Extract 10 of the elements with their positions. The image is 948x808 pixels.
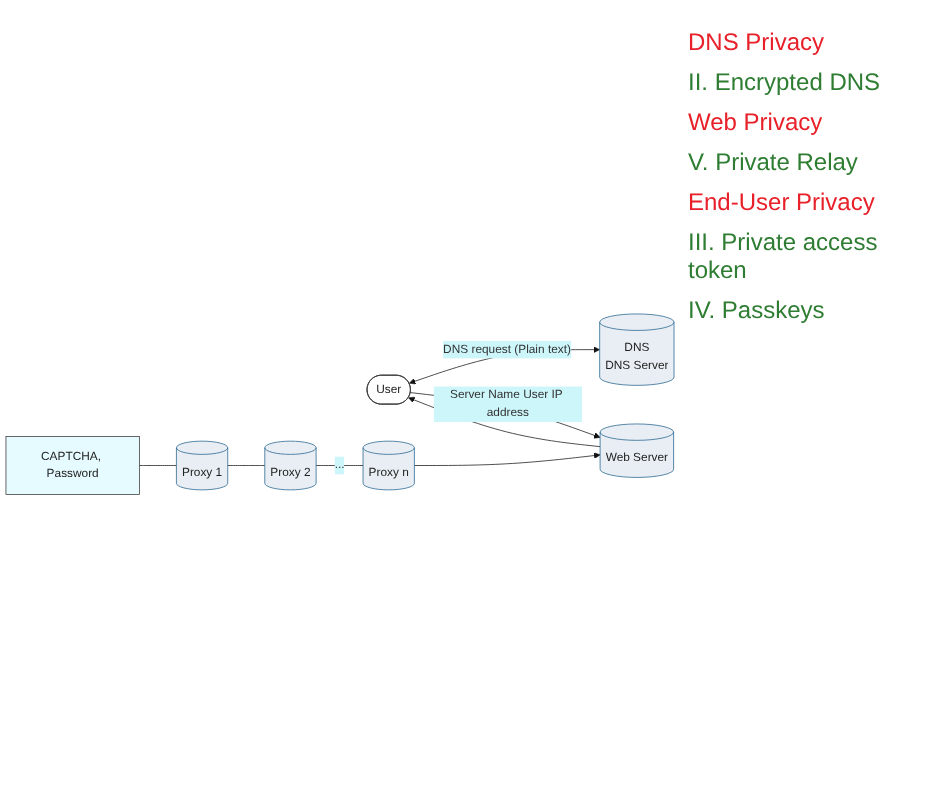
- connector: [315, 464, 364, 466]
- technique-note: IV. Passkeys: [688, 296, 827, 324]
- privacy-heading: Web Privacy: [688, 108, 825, 136]
- connector: [227, 464, 266, 466]
- connector: [139, 464, 177, 466]
- technique-note: V. Private Relay: [688, 148, 860, 176]
- privacy-heading: DNS Privacy: [688, 28, 827, 56]
- technique-note: III. Private access token: [688, 228, 880, 284]
- privacy-heading: End-User Privacy: [688, 188, 877, 216]
- technique-note: II. Encrypted DNS: [688, 68, 883, 96]
